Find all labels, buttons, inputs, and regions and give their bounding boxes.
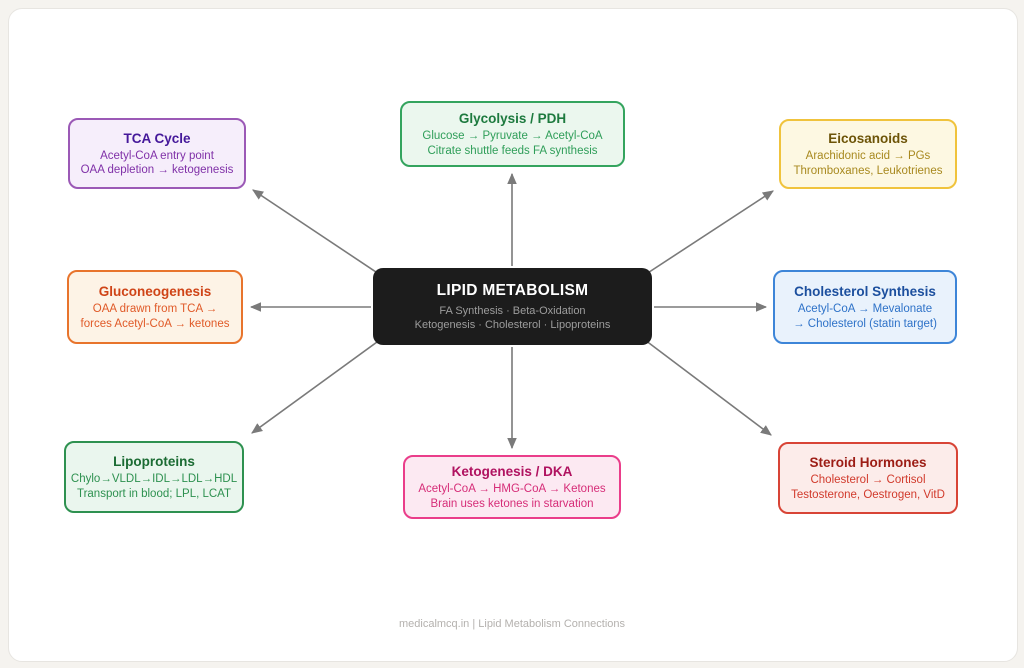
center-title: LIPID METABOLISM <box>436 281 589 299</box>
node-line-1: Glucose → Pyruvate → Acetyl-CoA <box>422 130 603 142</box>
node-line-1: Cholesterol → Cortisol <box>810 474 926 486</box>
node-title: TCA Cycle <box>123 130 191 146</box>
node-title: Steroid Hormones <box>809 455 927 470</box>
node-line-2: Brain uses ketones in starvation <box>430 497 594 510</box>
node-lipoproteins: Lipoproteins Chylo→VLDL→IDL→LDL→HDL Tran… <box>64 441 244 513</box>
node-line-2: OAA depletion → ketogenesis <box>80 164 234 176</box>
node-title: Gluconeogenesis <box>98 284 212 299</box>
node-line-2: Thromboxanes, Leukotrienes <box>793 164 943 177</box>
node-glycolysis-pdh: Glycolysis / PDH Glucose → Pyruvate → Ac… <box>400 101 625 167</box>
node-steroid-hormones: Steroid Hormones Cholesterol → Cortisol … <box>778 442 958 514</box>
node-line-1: Chylo→VLDL→IDL→LDL→HDL <box>70 473 238 485</box>
footer-credit: medicalmcq.in | Lipid Metabolism Connect… <box>398 618 625 630</box>
node-title: Glycolysis / PDH <box>458 111 567 126</box>
node-line-1: Arachidonic acid → PGs <box>805 150 931 162</box>
node-line-1: Acetyl-CoA → HMG-CoA → Ketones <box>418 483 606 495</box>
node-title: Eicosanoids <box>828 131 908 146</box>
node-line-1: Acetyl-CoA → Mevalonate <box>797 303 933 315</box>
node-line-2: forces Acetyl-CoA → ketones <box>80 317 230 330</box>
node-eicosanoids: Eicosanoids Arachidonic acid → PGs Throm… <box>779 119 957 189</box>
node-title: Cholesterol Synthesis <box>794 284 936 299</box>
node-line-1: Acetyl-CoA entry point <box>100 149 214 162</box>
node-tca-cycle: TCA Cycle Acetyl-CoA entry point OAA dep… <box>68 118 246 189</box>
center-line-1: FA Synthesis · Beta-Oxidation <box>439 304 586 317</box>
node-lipid-metabolism: LIPID METABOLISM FA Synthesis · Beta-Oxi… <box>373 268 652 345</box>
center-line-2: Ketogenesis · Cholesterol · Lipoproteins <box>414 318 611 331</box>
node-line-2: Transport in blood; LPL, LCAT <box>76 487 232 500</box>
node-line-2: → Cholesterol (statin target) <box>793 317 937 330</box>
node-title: Lipoproteins <box>113 454 195 469</box>
node-title: Ketogenesis / DKA <box>451 464 573 479</box>
node-cholesterol-synthesis: Cholesterol Synthesis Acetyl-CoA → Meval… <box>773 270 957 344</box>
node-line-2: Citrate shuttle feeds FA synthesis <box>427 144 598 157</box>
node-gluconeogenesis: Gluconeogenesis OAA drawn from TCA → for… <box>67 270 243 344</box>
node-ketogenesis-dka: Ketogenesis / DKA Acetyl-CoA → HMG-CoA →… <box>403 455 621 519</box>
node-line-1: OAA drawn from TCA → <box>92 303 218 315</box>
node-line-2: Testosterone, Oestrogen, VitD <box>791 488 945 501</box>
